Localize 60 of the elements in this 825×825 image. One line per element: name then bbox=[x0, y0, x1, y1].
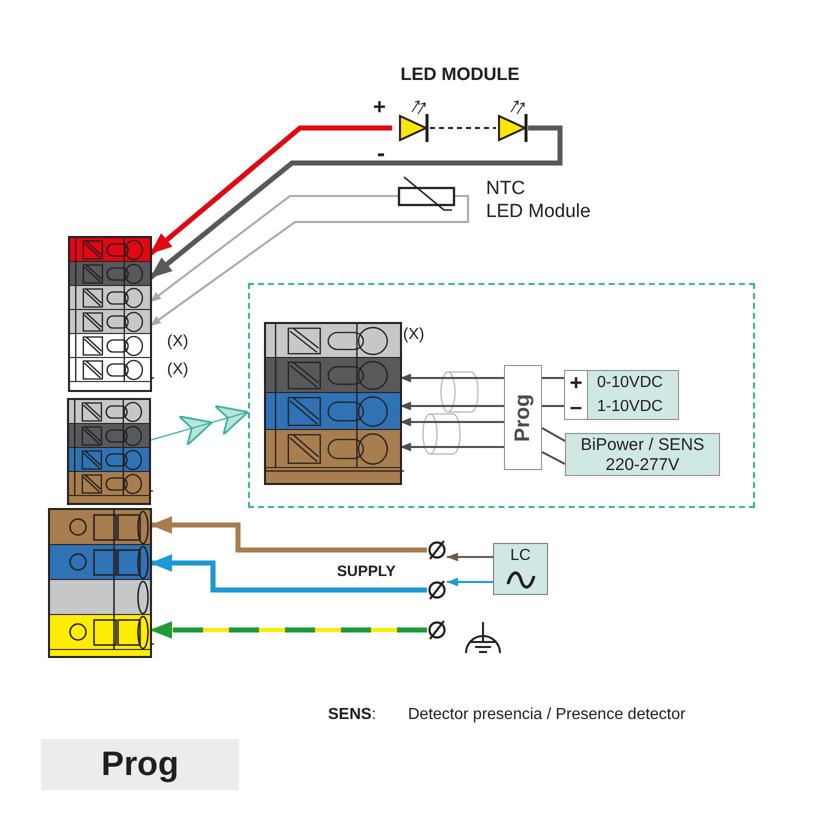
terminal-block bbox=[68, 236, 152, 392]
power-input-label: BiPower / SENS 220-277V bbox=[580, 434, 706, 474]
thermistor-symbol bbox=[398, 176, 455, 212]
terminal-slot bbox=[266, 358, 400, 393]
supply-terminal-slot bbox=[50, 545, 150, 580]
polarity-sign: + bbox=[565, 371, 588, 395]
module-label: Prog bbox=[511, 394, 535, 442]
control-input-box bbox=[564, 370, 679, 420]
terminal-slot bbox=[266, 393, 400, 430]
controller-label: LC bbox=[509, 547, 532, 565]
terminal-slot bbox=[266, 324, 400, 358]
polarity-sign: – bbox=[565, 395, 588, 419]
screw-terminal-symbol bbox=[427, 540, 447, 560]
terminal-block bbox=[67, 398, 151, 505]
banner-title: Prog bbox=[101, 745, 179, 784]
annotation: NTC bbox=[486, 178, 526, 200]
voltage-range-label: 0-10VDC bbox=[596, 373, 664, 393]
wire-arrow bbox=[400, 418, 504, 426]
wire-arrow bbox=[150, 554, 427, 592]
zoom-chevron-arrow bbox=[150, 405, 248, 445]
terminal-slot bbox=[69, 400, 149, 424]
wire-arrow bbox=[447, 578, 493, 586]
annotation: (X) bbox=[167, 361, 188, 380]
polarity-sign: + bbox=[373, 94, 386, 120]
terminal-slot bbox=[70, 310, 150, 334]
terminal-slot bbox=[70, 262, 150, 286]
wire-arrow bbox=[447, 552, 493, 562]
power-input-box bbox=[565, 433, 720, 476]
wire-arrow bbox=[400, 442, 504, 452]
voltage-range-label: 1-10VDC bbox=[596, 397, 664, 417]
supply-terminal-slot bbox=[50, 510, 150, 545]
terminal-slot bbox=[69, 448, 149, 472]
annotation: LED Module bbox=[486, 201, 591, 223]
wire-arrow bbox=[400, 374, 504, 382]
terminal-block bbox=[264, 322, 402, 485]
terminal-slot bbox=[69, 424, 149, 448]
terminal-slot bbox=[69, 472, 149, 496]
wire-arrow bbox=[150, 516, 427, 552]
terminal-slot bbox=[266, 430, 400, 468]
prog-module-box bbox=[504, 365, 542, 470]
wire-arrow bbox=[400, 402, 504, 410]
polarity-sign: - bbox=[377, 140, 385, 168]
annotation: (X) bbox=[167, 333, 188, 352]
dashed-detail-frame bbox=[248, 283, 755, 508]
light-controller-box bbox=[493, 543, 548, 595]
supply-terminal-slot bbox=[50, 580, 150, 615]
legend-description: Detector presencia / Presence detector bbox=[408, 706, 686, 724]
module-heading: LED MODULE bbox=[400, 64, 520, 85]
terminal-slot bbox=[70, 286, 150, 310]
terminal-block bbox=[48, 508, 152, 658]
screw-terminal-symbol bbox=[427, 620, 447, 640]
annotation: (X) bbox=[403, 326, 424, 344]
terminal-slot bbox=[70, 358, 150, 382]
terminal-slot bbox=[70, 238, 150, 262]
supply-label: SUPPLY bbox=[337, 563, 396, 580]
supply-terminal-slot bbox=[50, 615, 150, 650]
screw-terminal-symbol bbox=[427, 580, 447, 600]
earth-wire-arrow bbox=[150, 621, 427, 639]
terminal-slot bbox=[70, 334, 150, 358]
legend-term: SENS: bbox=[328, 706, 376, 724]
